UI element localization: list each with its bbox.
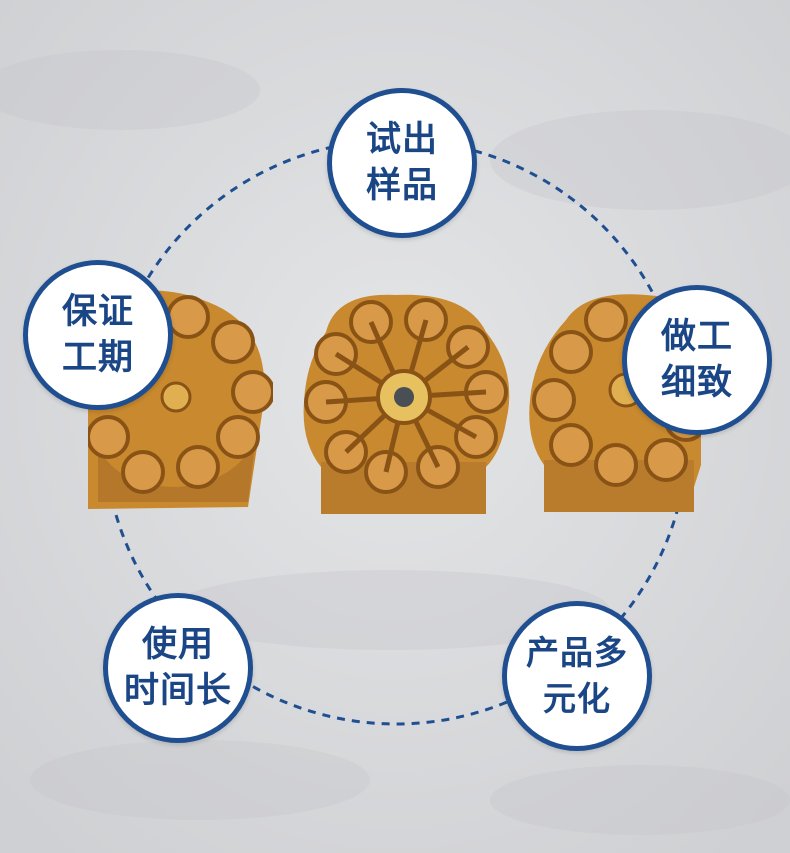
feature-badge-craftsmanship: 做工 细致: [622, 285, 772, 435]
feature-text-line: 细致: [660, 363, 733, 403]
feature-text-line: 保证: [61, 292, 134, 332]
feature-text-line: 样品: [365, 166, 438, 206]
feature-badge-schedule: 保证 工期: [23, 260, 173, 410]
feature-badge-durability: 使用 时间长: [103, 593, 253, 743]
feature-badge-diversity: 产品多 元化: [502, 601, 652, 751]
feature-text-line: 工期: [61, 338, 134, 378]
product-image-center: [303, 294, 510, 514]
feature-text-line: 元化: [543, 679, 611, 718]
feature-text-line: 使用: [141, 625, 214, 665]
feature-text-line: 时间长: [123, 671, 232, 711]
feature-badge-samples: 试出 样品: [327, 88, 477, 238]
feature-text-line: 做工: [660, 317, 733, 357]
feature-text-line: 试出: [365, 120, 438, 160]
feature-text-line: 产品多: [526, 633, 628, 672]
